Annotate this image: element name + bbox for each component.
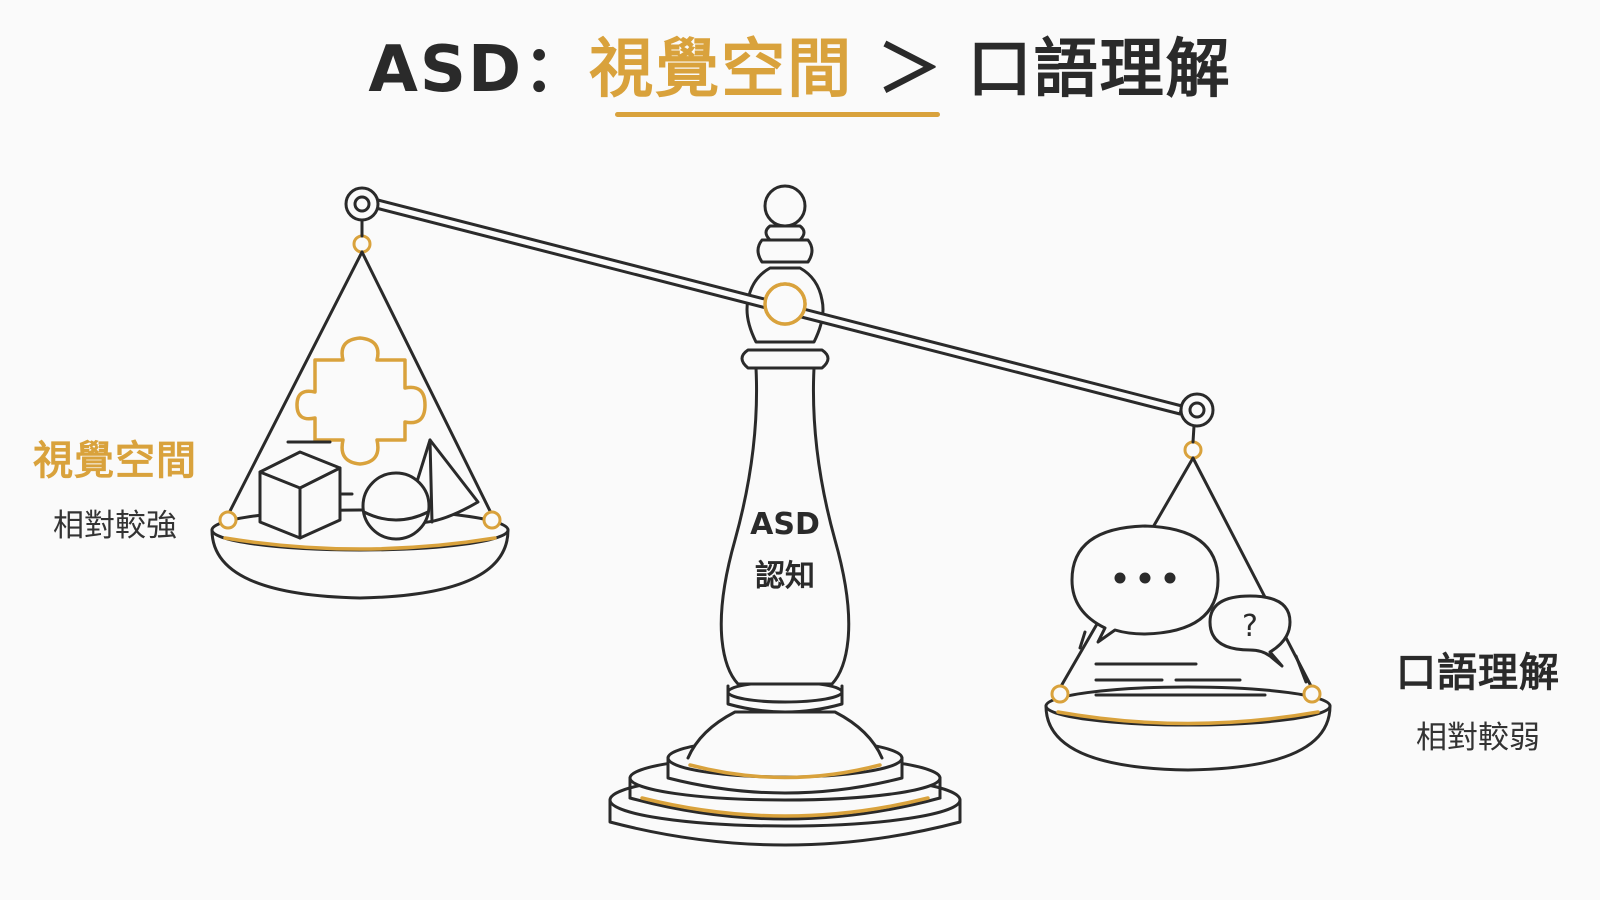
scale-pillar [719, 184, 851, 686]
puzzle-piece-icon [295, 336, 427, 466]
page-title: ASD：視覺空間 ＞ 口語理解 [0, 18, 1600, 110]
right-pan-sublabel: 相對較弱 [1416, 720, 1540, 756]
pillar-label-line2: 認知 [755, 559, 815, 594]
ellipsis-speech-bubble-icon [1070, 524, 1220, 644]
title-comparator: ＞ [877, 33, 944, 107]
title-separator: ： [523, 33, 590, 107]
right-pan-label: 口語理解 相對較弱 [1378, 640, 1578, 757]
title-rest: 口語理解 [967, 33, 1232, 107]
question-speech-bubble-icon: ? [1208, 594, 1292, 668]
scale-beam [344, 186, 1215, 428]
title-prefix: ASD [368, 33, 524, 107]
text-lines-icon [1078, 630, 1308, 697]
svg-text:?: ? [1242, 609, 1258, 644]
left-pan-title: 視覺空間 [33, 438, 197, 484]
title-highlight: 視覺空間 [589, 33, 854, 107]
scale-base [608, 680, 962, 847]
right-pan [1044, 424, 1332, 772]
left-pan-sublabel: 相對較強 [53, 508, 177, 544]
title-underline [615, 112, 940, 117]
right-pan-title: 口語理解 [1396, 650, 1560, 696]
sphere-icon [361, 471, 431, 541]
left-pan [210, 218, 510, 600]
pillar-label-line1: ASD [750, 507, 820, 542]
cube-icon [258, 440, 354, 540]
left-pan-label: 視覺空間 相對較強 [20, 428, 210, 545]
